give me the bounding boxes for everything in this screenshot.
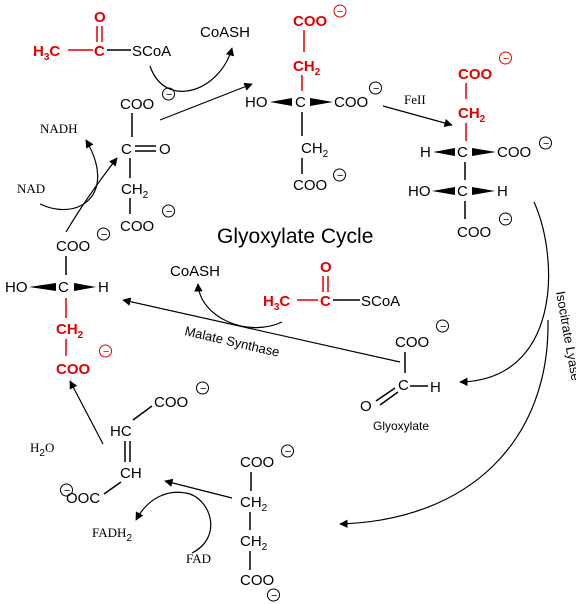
oxaloacetate: COO − C O CH2 COO − (120, 87, 175, 235)
svg-text:COO: COO (395, 334, 429, 351)
svg-text:CH2: CH2 (240, 533, 268, 553)
svg-text:C: C (320, 293, 331, 310)
svg-text:−: − (166, 89, 172, 101)
svg-text:H: H (98, 279, 109, 296)
arrow-nad-nadh (39, 139, 99, 211)
arrow-malate-to-oaa (65, 157, 118, 233)
svg-text:H3C: H3C (33, 43, 60, 63)
svg-text:CH2: CH2 (56, 321, 84, 341)
svg-text:O: O (159, 141, 171, 158)
isocitrate-lyase-label: Isocitrate Lyase (553, 290, 576, 382)
svg-text:COO: COO (458, 66, 493, 83)
svg-text:−: − (440, 321, 446, 333)
svg-text:CH: CH (120, 465, 142, 482)
arrow-malate-synthase (122, 297, 401, 363)
svg-text:COO: COO (497, 144, 531, 161)
fadh2-label: FADH2 (92, 525, 132, 544)
diagram-title: Glyoxylate Cycle (217, 225, 373, 248)
svg-text:O: O (360, 398, 372, 415)
svg-text:HO: HO (245, 94, 268, 111)
malate-synthase-label: Malate Synthase (183, 323, 281, 359)
svg-text:SCoA: SCoA (132, 43, 171, 60)
svg-text:CH2: CH2 (240, 494, 268, 514)
succinate: COO − CH2 CH2 COO − (240, 444, 294, 602)
svg-text:H3C: H3C (263, 293, 290, 313)
acetyl-coa-top: H3C C O SCoA (33, 9, 171, 63)
svg-text:COO: COO (240, 454, 274, 471)
isocitrate: COO − CH2 C H COO − C HO H COO − (408, 51, 552, 241)
svg-text:−: − (200, 383, 206, 395)
arrow-fumarase (69, 380, 104, 445)
svg-text:−: − (337, 6, 343, 18)
feii-label: FeII (404, 92, 426, 107)
svg-text:−: − (373, 83, 379, 95)
glyoxylate: COO − C O H (360, 319, 449, 415)
svg-text:COO: COO (457, 224, 491, 241)
glyoxylate-label: Glyoxylate (373, 419, 429, 433)
arrow-to-glyoxylate (459, 201, 550, 387)
svg-text:CH2: CH2 (293, 58, 321, 78)
nadh-label: NADH (40, 121, 78, 136)
acetyl-coa-middle: H3C C O SCoA (263, 259, 400, 313)
coash-top: CoASH (200, 24, 250, 41)
svg-text:COO: COO (334, 94, 368, 111)
fumarate: HC COO − CH OOC − (60, 381, 209, 507)
arrow-coash-release (149, 47, 235, 92)
svg-text:−: − (103, 346, 109, 358)
svg-text:COO: COO (154, 394, 188, 411)
arrow-to-succinate (339, 319, 549, 528)
svg-text:C: C (457, 144, 468, 161)
svg-text:COO: COO (240, 572, 274, 589)
svg-text:C: C (457, 183, 468, 200)
svg-text:C: C (58, 279, 69, 296)
svg-text:C: C (94, 43, 105, 60)
svg-text:HO: HO (5, 279, 28, 296)
svg-text:H: H (430, 379, 441, 396)
svg-text:C: C (398, 377, 409, 394)
svg-text:−: − (101, 229, 107, 241)
svg-text:−: − (337, 170, 343, 182)
svg-text:CH2: CH2 (458, 105, 486, 125)
coash-middle: CoASH (170, 263, 220, 280)
arrow-coash-release-middle (194, 283, 283, 329)
svg-text:COO: COO (293, 177, 327, 194)
arrow-succinate-dehydrogenase (164, 478, 233, 499)
citrate: COO − CH2 C HO COO − CH2 COO − (245, 4, 382, 194)
svg-text:HO: HO (408, 183, 431, 200)
svg-text:CH2: CH2 (301, 140, 329, 160)
svg-text:CH2: CH2 (121, 181, 149, 201)
svg-text:−: − (271, 590, 277, 602)
svg-text:H: H (420, 144, 431, 161)
svg-text:C: C (121, 141, 132, 158)
svg-text:−: − (503, 53, 509, 65)
arrow-fad-fadh2 (135, 491, 212, 554)
svg-text:HC: HC (110, 423, 132, 440)
svg-text:C: C (295, 94, 306, 111)
svg-text:OOC: OOC (66, 490, 100, 507)
svg-text:COO: COO (120, 218, 154, 235)
h2o-label: H2O (30, 440, 54, 459)
svg-text:−: − (64, 485, 70, 497)
svg-text:COO: COO (56, 361, 91, 378)
nad-label: NAD (17, 181, 45, 196)
svg-text:O: O (320, 259, 332, 276)
svg-text:SCoA: SCoA (361, 293, 400, 310)
svg-text:COO: COO (293, 13, 328, 30)
svg-text:−: − (543, 138, 549, 150)
arrow-aconitase (382, 105, 453, 128)
fad-label: FAD (186, 551, 211, 566)
svg-text:H: H (497, 183, 508, 200)
svg-text:−: − (503, 214, 509, 226)
svg-text:−: − (166, 206, 172, 218)
svg-text:COO: COO (120, 96, 154, 113)
arrow-citrate-synthase (159, 82, 253, 121)
svg-text:O: O (94, 9, 106, 26)
svg-text:COO: COO (56, 238, 90, 255)
malate: COO − C HO H CH2 COO − (5, 227, 112, 378)
svg-text:−: − (285, 446, 291, 458)
